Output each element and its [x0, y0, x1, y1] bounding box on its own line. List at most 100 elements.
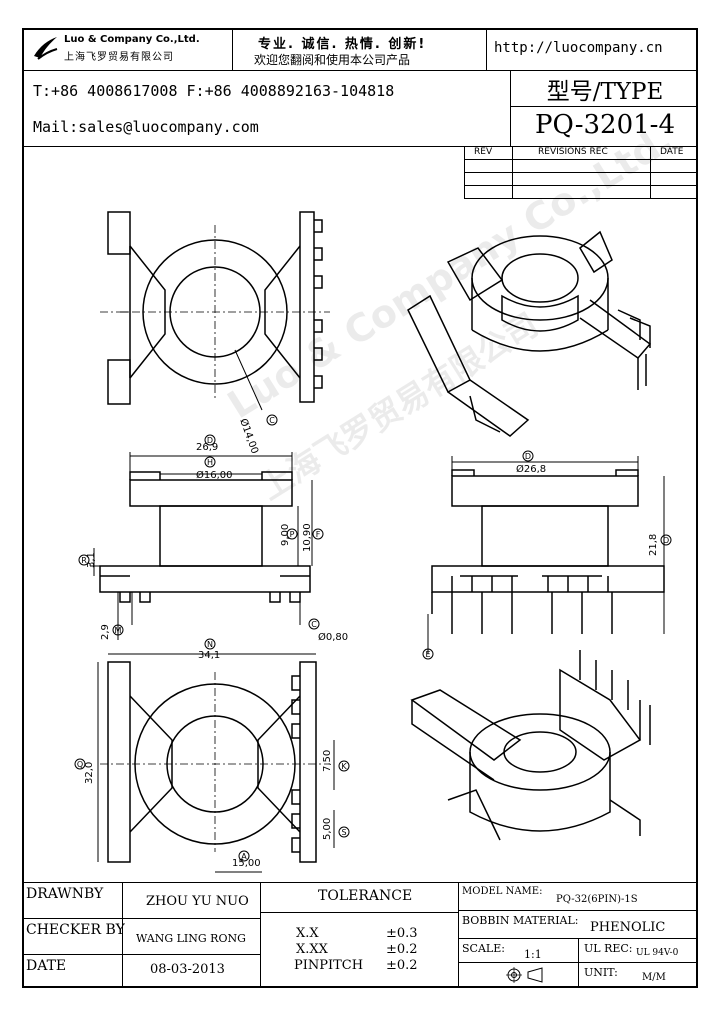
tol-pin-value: ±0.2 — [386, 958, 418, 973]
title-block-row2 — [22, 954, 260, 955]
ref-a-bottom: A — [238, 850, 250, 862]
svg-text:F: F — [316, 530, 321, 539]
svg-text:A: A — [241, 852, 247, 861]
dim-320: 32,0 — [84, 762, 95, 784]
ref-s-bottom: S — [338, 826, 350, 838]
svg-text:R: R — [81, 556, 87, 565]
dim-pin: Ø0,80 — [318, 631, 348, 643]
tol-xx-value: ±0.2 — [386, 942, 418, 957]
tol-xx-label: X.XX — [296, 942, 328, 957]
slogan-line2: 欢迎您翻阅和使用本公司产品 — [254, 53, 411, 67]
bottom-view — [107, 661, 317, 863]
svg-text:M: M — [115, 626, 122, 635]
svg-text:E: E — [425, 650, 430, 659]
company-logo-icon — [34, 37, 58, 60]
phone-fax-text: T:+86 4008617008 F:+86 4008892163-104818 — [33, 82, 395, 100]
type-value: PQ-3201-4 — [534, 110, 676, 140]
revisions-col-rec: REVISIONS REC — [538, 147, 608, 157]
ref-c-top: C — [266, 414, 278, 426]
dim-341: 34,1 — [198, 650, 220, 661]
dim-900: 9,00 — [280, 524, 291, 546]
type-box-divider — [510, 70, 511, 146]
dim-31: 3,1 — [86, 552, 97, 568]
isometric-view-bottom — [410, 650, 651, 841]
company-url-link[interactable]: http://luocompany.cn — [494, 40, 663, 56]
tol-pin-label: PINPITCH — [294, 958, 364, 973]
ref-c-front: C — [308, 618, 320, 630]
ref-o-side: O — [660, 534, 672, 546]
scale-col-divider — [578, 938, 579, 988]
scale-value: 1:1 — [524, 948, 542, 961]
dim-16: Ø16,00 — [196, 469, 233, 481]
type-label: 型号/TYPE — [546, 79, 664, 105]
title-block-row1 — [22, 918, 260, 919]
ref-p-front: P — [286, 528, 298, 540]
revisions-table: REV REVISIONS REC DATE — [464, 146, 698, 199]
slogan-line1: 专业. 诚信. 热情. 创新! — [258, 37, 427, 52]
scale-label: SCALE: — [462, 942, 505, 955]
dim-29: 2,9 — [100, 624, 111, 640]
unit-label: UNIT: — [584, 966, 618, 979]
header-col-divider-1 — [232, 28, 233, 70]
dim-268: Ø26,8 — [516, 463, 546, 475]
tol-x-value: ±0.3 — [386, 926, 418, 941]
svg-text:H: H — [207, 458, 213, 467]
date-label: DATE — [26, 958, 67, 974]
svg-text:D: D — [525, 452, 531, 461]
ref-h-front: H — [204, 456, 216, 468]
dim-500: 5,00 — [322, 818, 333, 840]
drawn-by-value: ZHOU YU NUO — [146, 894, 249, 909]
type-box-mid — [510, 106, 698, 107]
ul-label: UL REC: — [584, 942, 633, 955]
ref-d-front: D — [204, 434, 216, 446]
ul-value: UL 94V-0 — [636, 948, 679, 958]
title-block-col2 — [260, 882, 261, 988]
side-view — [431, 469, 665, 634]
ref-q-bottom: Q — [74, 758, 86, 770]
title-block-col1 — [122, 882, 123, 988]
dim-1500: 15,00 — [232, 858, 261, 869]
model-value: PQ-32(6PIN)-1S — [556, 894, 638, 905]
ref-f-front: F — [312, 528, 324, 540]
isometric-view-top — [407, 230, 652, 437]
svg-text:D: D — [207, 436, 213, 445]
svg-text:C: C — [311, 620, 317, 629]
svg-text:Q: Q — [77, 760, 83, 769]
revisions-col-date: DATE — [660, 147, 684, 157]
ref-n-bottom: N — [204, 638, 216, 650]
drawn-by-label: DRAWNBY — [26, 886, 104, 902]
svg-text:O: O — [663, 536, 669, 545]
dim-1090: 10,90 — [302, 523, 313, 552]
dim-hole-dia: Ø14,00 — [237, 417, 261, 455]
ref-i-side: E — [422, 648, 434, 660]
ref-k-bottom: K — [338, 760, 350, 772]
bobbin-label: BOBBIN MATERIAL: — [462, 914, 579, 927]
tolerance-label: TOLERANCE — [318, 888, 413, 904]
header-bottom-divider — [22, 146, 698, 147]
tol-x-label: X.X — [296, 926, 319, 941]
checker-label: CHECKER BY — [26, 922, 125, 938]
header-col-divider-2 — [486, 28, 487, 70]
email-text[interactable]: Mail:sales@luocompany.com — [33, 118, 259, 136]
model-divider — [458, 910, 698, 911]
title-block-top — [22, 882, 698, 883]
bobbin-value: PHENOLIC — [590, 920, 666, 935]
front-view — [99, 471, 311, 625]
dim-750: 7,50 — [322, 750, 333, 772]
unit-value: M/M — [642, 972, 666, 983]
company-name-en: Luo & Company Co.,Ltd. — [64, 34, 200, 45]
svg-text:S: S — [341, 828, 346, 837]
tolerance-divider — [260, 912, 458, 913]
revisions-col-rev: REV — [474, 147, 493, 157]
ref-d-side: D — [522, 450, 534, 462]
ref-m-front: M — [112, 624, 124, 636]
checker-value: WANG LING RONG — [136, 932, 246, 945]
company-name-cn: 上海飞罗贸易有限公司 — [64, 52, 174, 63]
drawing-frame — [22, 28, 698, 988]
svg-text:C: C — [269, 416, 275, 425]
svg-text:N: N — [207, 640, 213, 649]
date-value: 08-03-2013 — [150, 962, 225, 977]
dim-269: 26,9 — [196, 442, 218, 453]
model-label: MODEL NAME: — [462, 886, 543, 897]
